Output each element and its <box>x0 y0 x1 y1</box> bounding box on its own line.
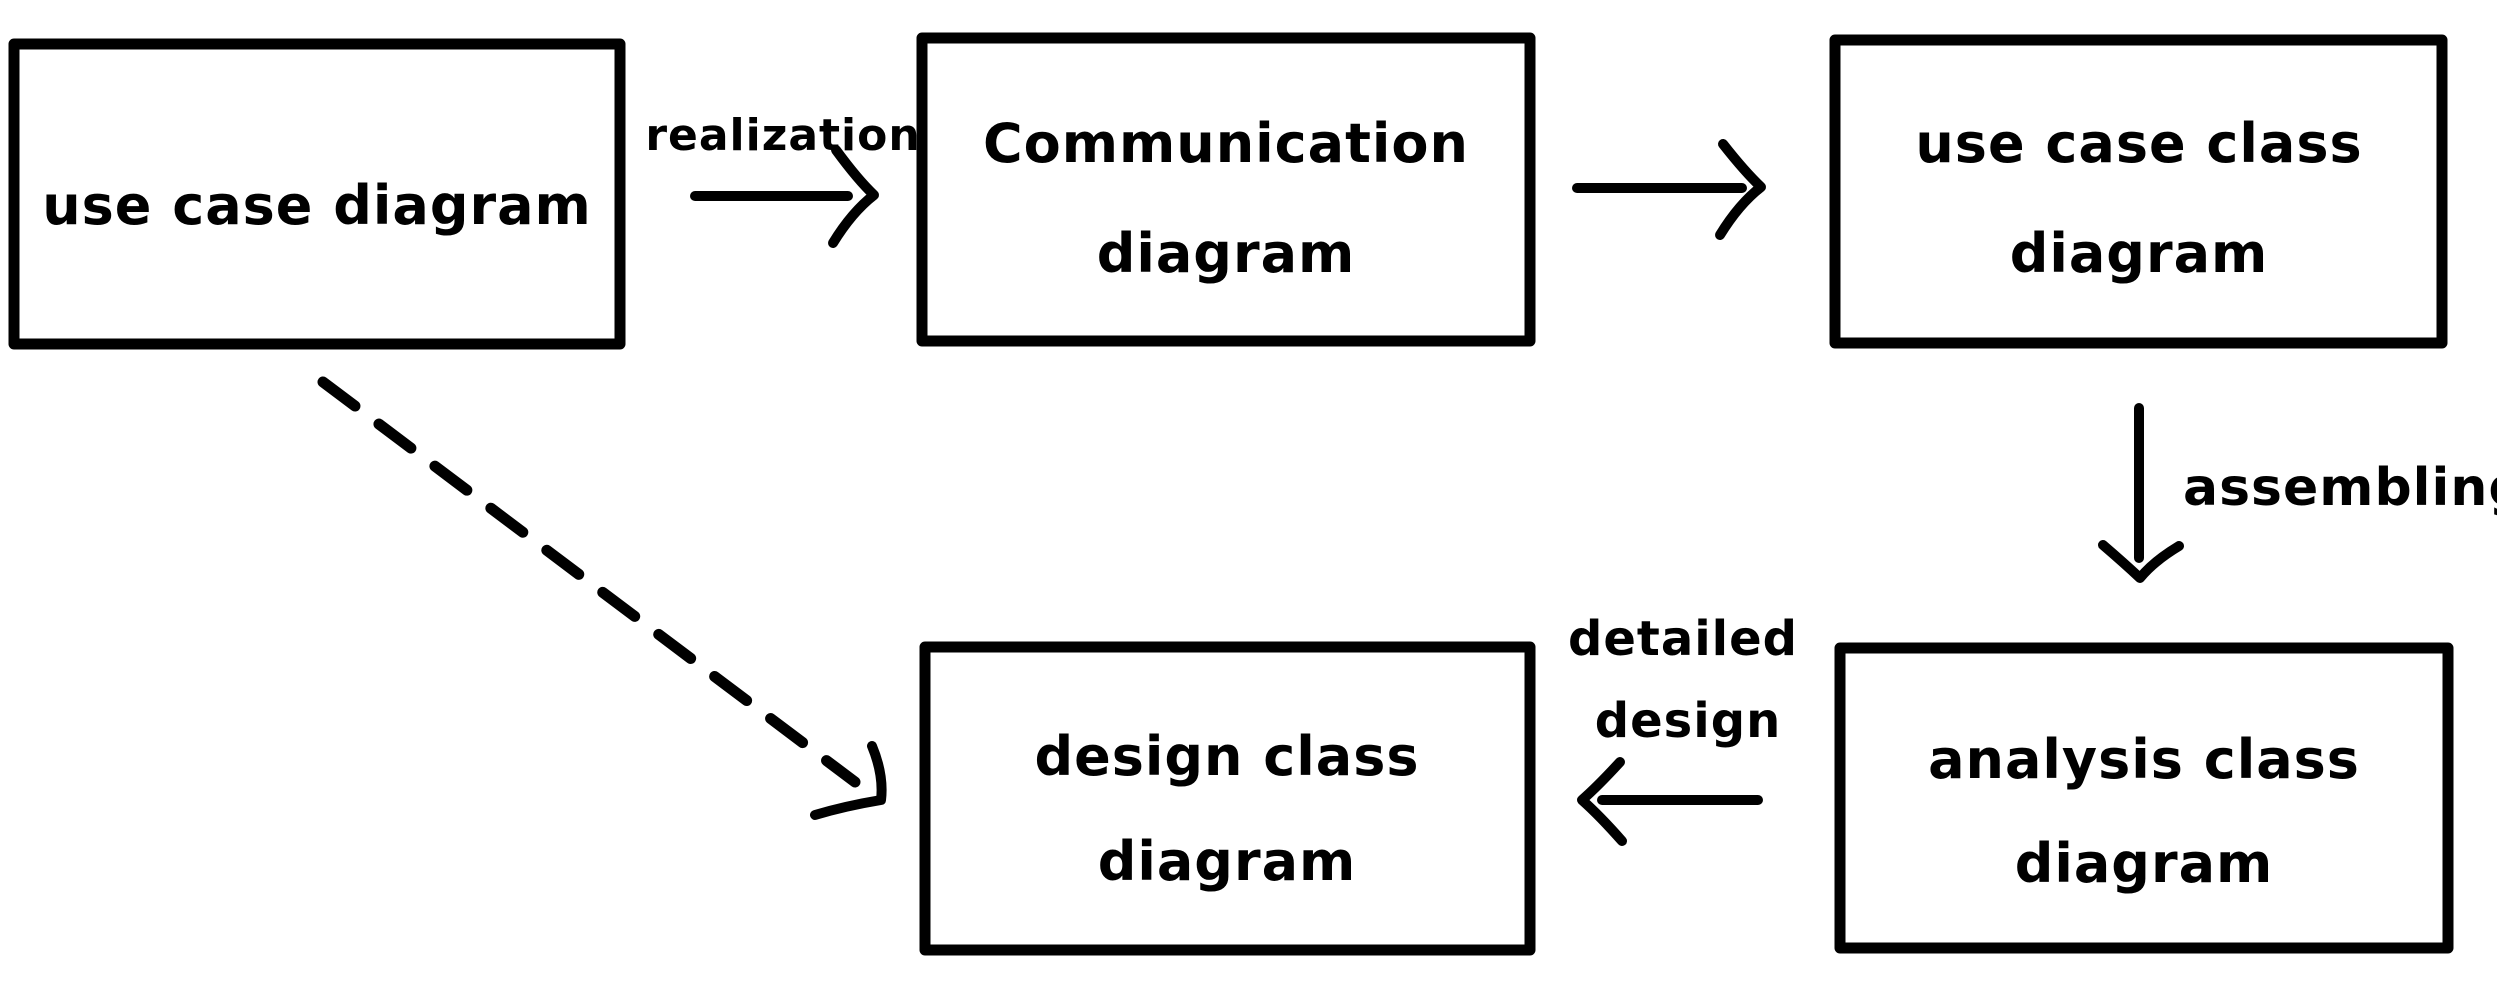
arrow-head-left-icon <box>1577 757 1627 846</box>
edge-realization: realization <box>645 110 920 248</box>
edge-assembling: assembling <box>2098 403 2497 583</box>
node-box-analysis-class-diagram <box>1834 642 2454 954</box>
arrow-shaft-dashed <box>317 376 861 788</box>
edge-detailed-design: detailed design <box>1568 611 1798 846</box>
node-label-use-case-class-diagram-line1: use case class <box>1915 112 2362 175</box>
edge-use-case-to-design-dashed <box>317 376 887 820</box>
arrow-head-right-icon <box>1715 139 1766 240</box>
node-label-design-class-diagram-line2: diagram <box>1098 830 1357 893</box>
node-label-analysis-class-diagram-line2: diagram <box>2015 832 2274 895</box>
node-analysis-class-diagram: analysis class diagram <box>1834 642 2454 954</box>
edge-communication-to-use-case-class <box>1572 139 1766 240</box>
node-label-design-class-diagram-line1: design class <box>1034 725 1419 788</box>
node-use-case-diagram: use case diagram <box>8 38 626 350</box>
node-label-use-case-diagram: use case diagram <box>42 174 592 237</box>
arrow-head-right-icon <box>828 145 879 248</box>
node-label-communication-diagram-line1: Communication <box>983 112 1469 175</box>
arrow-head-down-right-icon <box>810 741 887 820</box>
node-label-analysis-class-diagram-line1: analysis class <box>1928 728 2360 791</box>
edge-label-detailed-design-line2: design <box>1595 693 1781 749</box>
node-design-class-diagram: design class diagram <box>919 641 1536 956</box>
node-use-case-class-diagram: use case class diagram <box>1829 34 2448 349</box>
edge-label-detailed-design-line1: detailed <box>1568 611 1798 667</box>
node-label-communication-diagram-line2: diagram <box>1097 222 1356 285</box>
node-box-use-case-class-diagram <box>1829 34 2448 349</box>
arrow-head-down-icon <box>2098 540 2184 583</box>
node-box-use-case-diagram <box>8 38 626 350</box>
node-label-use-case-class-diagram-line2: diagram <box>2010 222 2269 285</box>
node-box-communication-diagram <box>916 32 1536 347</box>
edge-label-realization: realization <box>645 110 920 161</box>
edge-label-assembling: assembling <box>2183 458 2497 518</box>
node-communication-diagram: Communication diagram <box>916 32 1536 347</box>
node-box-design-class-diagram <box>919 641 1536 956</box>
